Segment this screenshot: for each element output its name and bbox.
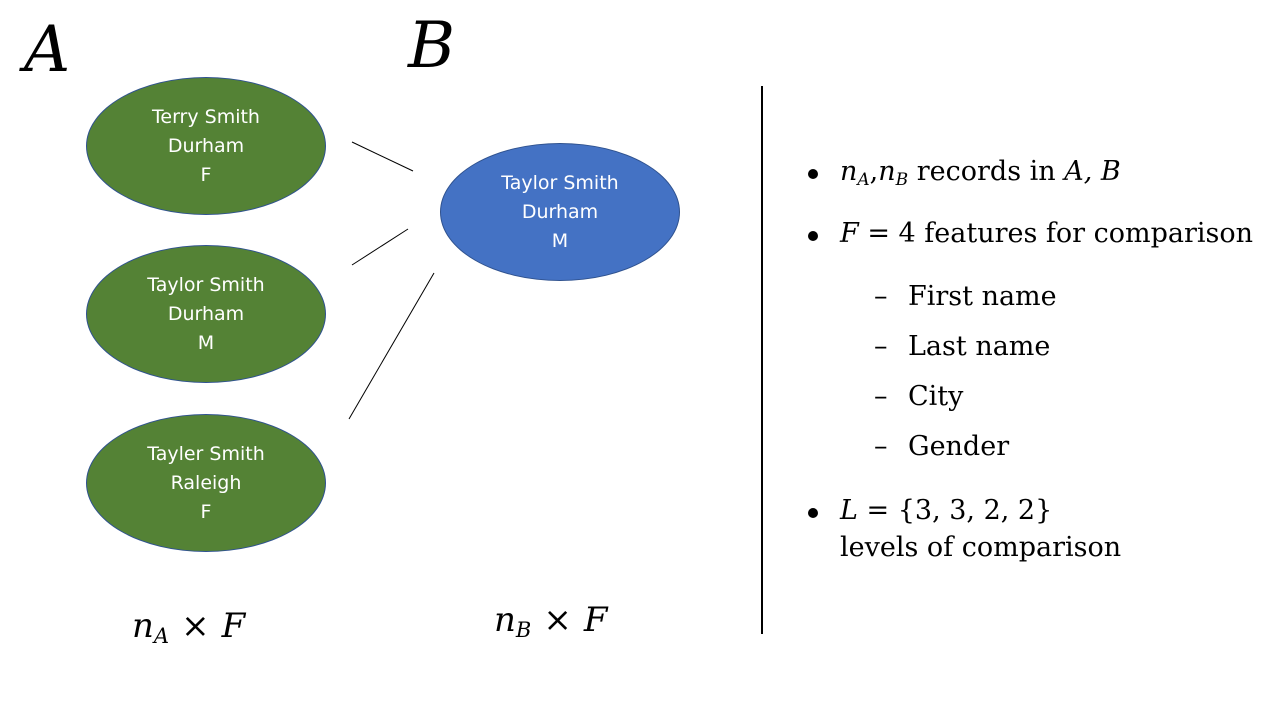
record-city: Raleigh bbox=[170, 471, 242, 494]
sets-text: A, B bbox=[1064, 156, 1121, 187]
record-gender: M bbox=[197, 331, 215, 354]
feature-city: City bbox=[908, 381, 964, 412]
dimension-label-a: nA × F bbox=[132, 606, 245, 648]
bullet-dot bbox=[808, 231, 818, 241]
connector-line-3 bbox=[348, 272, 435, 420]
var-l: L bbox=[840, 495, 858, 526]
feature-item: –Last name bbox=[874, 331, 1051, 362]
levels-text: levels of comparison bbox=[840, 532, 1122, 563]
set-a-label: A bbox=[24, 13, 71, 87]
var-n-b: n bbox=[878, 156, 896, 187]
match-connector-lines bbox=[348, 141, 435, 420]
record-a-1: Terry Smith Durham F bbox=[86, 77, 326, 215]
feature-item: –City bbox=[874, 381, 964, 412]
record-gender: F bbox=[200, 163, 212, 186]
sub-a: A bbox=[857, 170, 870, 190]
feature-item: –First name bbox=[874, 281, 1057, 312]
record-name: Taylor Smith bbox=[147, 273, 265, 296]
var-f: F bbox=[840, 218, 859, 249]
vertical-divider bbox=[761, 86, 763, 634]
levels-set: = {3, 3, 2, 2} bbox=[857, 495, 1053, 526]
dim-a-sub: A bbox=[153, 624, 170, 648]
record-city: Durham bbox=[521, 200, 599, 223]
record-city: Durham bbox=[167, 302, 245, 325]
feature-item: –Gender bbox=[874, 431, 1010, 462]
comma: , bbox=[869, 156, 879, 187]
dim-a-op: × bbox=[181, 606, 210, 646]
dim-b-var: n bbox=[494, 600, 516, 640]
var-n-a: n bbox=[840, 156, 858, 187]
connector-line-2 bbox=[351, 228, 409, 266]
feature-gender: Gender bbox=[908, 431, 1010, 462]
record-name: Taylor Smith bbox=[501, 171, 619, 194]
connector-line-1 bbox=[351, 141, 414, 172]
record-gender: F bbox=[200, 500, 212, 523]
record-name: Terry Smith bbox=[152, 105, 260, 128]
feature-first-name: First name bbox=[908, 281, 1057, 312]
record-city: Durham bbox=[167, 134, 245, 157]
record-gender: M bbox=[551, 229, 569, 252]
dimension-label-b: nB × F bbox=[494, 600, 607, 642]
bullet-dot bbox=[808, 169, 818, 179]
dim-b-sub: B bbox=[515, 618, 532, 642]
record-a-2: Taylor Smith Durham M bbox=[86, 245, 326, 383]
record-name: Tayler Smith bbox=[147, 442, 265, 465]
dim-a-rhs: F bbox=[221, 606, 246, 646]
dim-b-op: × bbox=[543, 600, 572, 640]
dim-a-var: n bbox=[132, 606, 154, 646]
feature-last-name: Last name bbox=[908, 331, 1051, 362]
dim-b-rhs: F bbox=[583, 600, 608, 640]
sub-b: B bbox=[895, 170, 909, 190]
features-text: = 4 features for comparison bbox=[858, 218, 1254, 249]
set-b-label: B bbox=[408, 9, 456, 83]
record-b-1: Taylor Smith Durham M bbox=[440, 143, 680, 281]
bullet-dot bbox=[808, 508, 818, 518]
records-text: records in bbox=[908, 156, 1065, 187]
record-a-3: Tayler Smith Raleigh F bbox=[86, 414, 326, 552]
